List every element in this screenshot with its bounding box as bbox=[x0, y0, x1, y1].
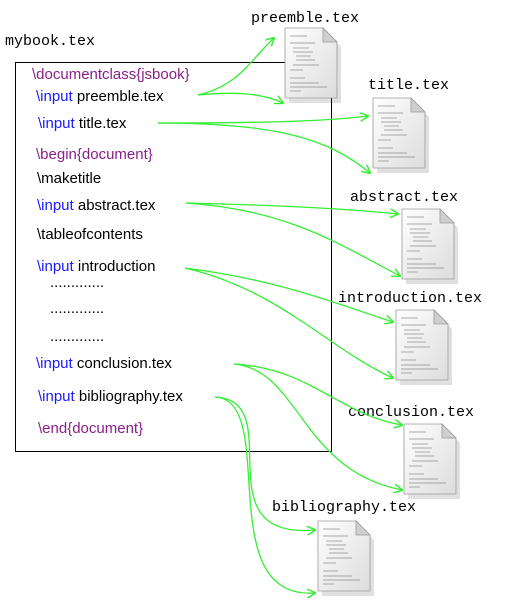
file-label-title: title.tex bbox=[368, 77, 450, 94]
main-file-label: mybook.tex bbox=[5, 33, 96, 50]
input-introduction-file: introduction bbox=[77, 258, 156, 275]
input-introduction-line: \input introduction bbox=[37, 258, 155, 276]
arrow-abstract-top bbox=[185, 202, 398, 214]
file-label-introduction: introduction.tex bbox=[338, 290, 483, 307]
arrow-conclusion-top bbox=[233, 363, 402, 425]
main-file-box bbox=[15, 62, 332, 452]
input-keyword: \input bbox=[36, 355, 73, 372]
ellipsis-line-1: ............. bbox=[50, 274, 105, 291]
arrow-title-top bbox=[157, 116, 368, 124]
preemble-file-icon bbox=[284, 27, 342, 104]
ellipsis-line-3: ............. bbox=[50, 328, 105, 345]
arrow-title-bottom bbox=[157, 122, 370, 173]
begin-document-line: \begin{document} bbox=[36, 146, 153, 163]
file-label-abstract: abstract.tex bbox=[350, 189, 459, 206]
input-preemble-line: \input preemble.tex bbox=[36, 88, 164, 106]
end-document-line: \end{document} bbox=[38, 420, 144, 437]
arrow-bibliography-bottom bbox=[214, 396, 315, 593]
arrow-preemble-top bbox=[197, 38, 274, 96]
input-title-file: title.tex bbox=[78, 115, 127, 132]
file-label-bibliography: bibliography.tex bbox=[272, 499, 417, 516]
ellipsis-line-2: ............. bbox=[50, 300, 105, 317]
input-keyword: \input bbox=[36, 88, 73, 105]
file-label-conclusion: conclusion.tex bbox=[348, 404, 475, 421]
input-bibliography-file: bibliography.tex bbox=[78, 388, 183, 405]
arrow-introduction-bottom bbox=[184, 267, 393, 378]
introduction-file-icon bbox=[395, 309, 453, 386]
arrow-conclusion-bottom bbox=[233, 363, 402, 490]
input-abstract-file: abstract.tex bbox=[77, 197, 156, 214]
maketitle-line: \maketitle bbox=[37, 170, 102, 187]
input-keyword: \input bbox=[37, 258, 74, 275]
input-keyword: \input bbox=[38, 115, 75, 132]
input-bibliography-line: \input bibliography.tex bbox=[38, 388, 183, 406]
input-conclusion-file: conclusion.tex bbox=[76, 355, 172, 372]
input-title-line: \input title.tex bbox=[38, 115, 126, 133]
arrow-introduction-top bbox=[184, 267, 393, 322]
input-keyword: \input bbox=[37, 197, 74, 214]
input-conclusion-line: \input conclusion.tex bbox=[36, 355, 172, 373]
abstract-file-icon bbox=[401, 208, 459, 285]
arrow-abstract-bottom bbox=[185, 202, 400, 276]
arrow-preemble-bottom bbox=[197, 92, 283, 103]
tableofcontents-line: \tableofcontents bbox=[37, 226, 143, 243]
bibliography-file-icon bbox=[317, 520, 375, 597]
arrow-bibliography-top bbox=[214, 396, 315, 531]
input-abstract-line: \input abstract.tex bbox=[37, 197, 155, 215]
documentclass-line: \documentclass{jsbook} bbox=[32, 66, 190, 83]
file-label-preemble: preemble.tex bbox=[251, 10, 360, 27]
input-preemble-file: preemble.tex bbox=[76, 88, 164, 105]
conclusion-file-icon bbox=[403, 423, 461, 500]
title-file-icon bbox=[372, 97, 430, 174]
input-keyword: \input bbox=[38, 388, 75, 405]
